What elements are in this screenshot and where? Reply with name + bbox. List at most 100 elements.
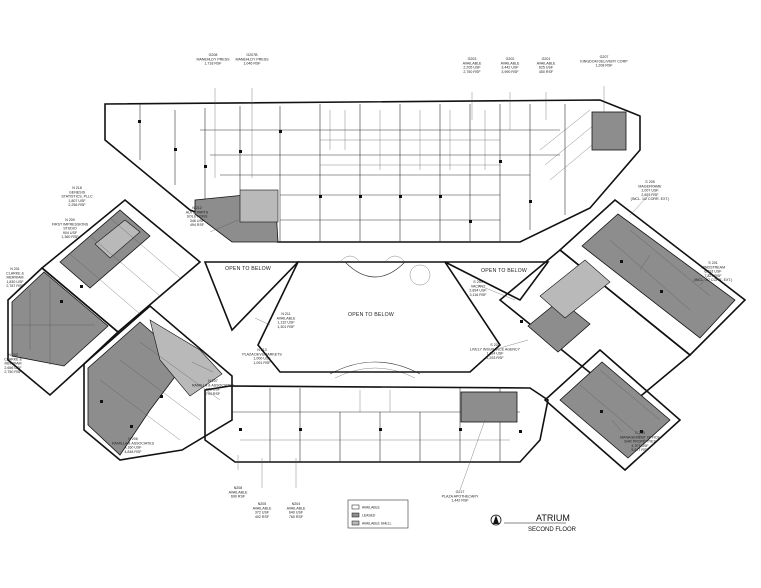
suite-label-line: AVAILABLE: [287, 506, 306, 510]
suite-label-line: N205: [258, 502, 267, 506]
suite-label-line: 2,007 USF: [641, 189, 659, 193]
legend-label: AVAILABLE SHELL: [362, 521, 392, 525]
suite-label-line: KINGDOM DELIVERY CORP: [580, 59, 628, 63]
north-wing: [104, 99, 641, 243]
open-to-below-labels: OPEN TO BELOW OPEN TO BELOW OPEN TO BELO…: [225, 266, 527, 318]
suite-label-line: 794 RSF: [206, 392, 221, 396]
suite-label-line: N208: [234, 486, 243, 490]
suite-label-line: G202: [506, 57, 515, 61]
suite-label-line: 625 USF: [539, 66, 554, 70]
northwest-wing: [7, 198, 233, 461]
suite-label-line: 3,442 USF: [501, 66, 519, 70]
open-to-below-east: OPEN TO BELOW: [481, 268, 527, 274]
suite-label-line: 1,046 RSF: [243, 62, 261, 66]
suite-label-line: 1,208 RSF: [595, 64, 613, 68]
suite-label-line: 690 RSF: [231, 495, 246, 499]
suite-label-line: N 206: [128, 437, 138, 441]
suite-label-line: STUDIO: [63, 227, 77, 231]
suite-label-line: N 207: [208, 379, 218, 383]
suite-label-line: MANEHLDY PRESS: [235, 57, 269, 61]
suite-label-line: 688 USF: [206, 388, 221, 392]
suite-label-line: 2,256 RSF: [68, 203, 86, 207]
suite-label-line: 6,521 USF: [704, 270, 722, 274]
suite-label-line: STATISTICS, PLLC: [61, 195, 93, 199]
suite-label-line: G208: [209, 53, 218, 57]
open-to-below-center: OPEN TO BELOW: [348, 312, 394, 318]
suite-label-line: FIRST IMPRESSIONS: [52, 222, 89, 226]
suite-label-line: 2,893 RSF: [641, 193, 659, 197]
suite-label-line: S 203: [635, 431, 644, 435]
atrium-openings: [203, 255, 550, 373]
suite-label-line: N 212: [192, 206, 202, 210]
suite-label-line: G207B: [246, 53, 258, 57]
suite-label-line: 1,293 RSF: [486, 356, 504, 360]
suite-label-line: AVAILABLE: [537, 61, 556, 65]
suite-label-line: AUTO PARTS: [186, 210, 209, 214]
suite-label-line: AVAILABLE: [463, 61, 482, 65]
south-wing: [204, 361, 549, 463]
suite-label-line: 4,707 USF: [631, 444, 649, 448]
suite-label-line: PLAZA DEVUMARKETS: [242, 352, 282, 356]
suite-label-line: S 204: [473, 280, 482, 284]
suite-label-line: 904 USF: [63, 231, 78, 235]
suite-label-line: (INCL. 1/2 CORR. EXT.): [631, 197, 670, 201]
suite-label-line: 2,750 RSF: [463, 70, 481, 74]
suite-label-line: 5,677 RSF: [631, 448, 649, 452]
plan-subtitle: SECOND FLOOR: [528, 527, 577, 533]
suite-label-line: (INCL. 1/2 CORR. EXT.): [694, 278, 733, 282]
suite-label-line: 1,718 RSF: [204, 62, 222, 66]
suite-label-line: CLARKE &: [4, 357, 22, 361]
suite-label-line: 402 RSF: [255, 515, 270, 519]
leader-lines: [191, 86, 714, 491]
legend-swatch: [351, 504, 360, 510]
suite-label-line: G217: [456, 490, 465, 494]
suite-label-line: 346 USF: [190, 219, 205, 223]
suite-label-line: LIVELY INSURANCE AGENCY: [470, 347, 521, 351]
suite-label-line: 1,807 USF: [68, 199, 86, 203]
suite-label-line: 450 RSF: [539, 70, 554, 74]
suite-label-line: 760 RSF: [289, 515, 304, 519]
suite-label-line: N 213: [257, 348, 267, 352]
suite-label-line: MANEHLDY PRESS: [196, 57, 230, 61]
suite-label-line: S 205: [645, 180, 654, 184]
suite-label-line: 1,360 RSF: [61, 235, 79, 239]
suite-label-line: 640 USF: [289, 511, 304, 515]
suite-label-line: N 209: [65, 218, 75, 222]
suite-label-line: S 202: [490, 343, 499, 347]
suite-label-line: 1,301 RSF: [277, 325, 295, 329]
suite-label-line: SOLUTIONS: [187, 215, 208, 219]
suite-label-line: GENESIS: [69, 190, 86, 194]
suite-label-line: SHR PROPERTIES: [624, 440, 656, 444]
suite-label-line: 1,000 USF: [253, 357, 271, 361]
suite-label-line: MANAGEMENT OFFICE: [620, 435, 660, 439]
suite-label-line: 7,327 RSF: [704, 274, 722, 278]
suite-label-line: N 203: [8, 353, 18, 357]
suite-label-line: G201: [542, 57, 551, 61]
east-wing: [498, 198, 747, 472]
suite-label-line: N204: [292, 502, 301, 506]
suite-label-line: 2,656 USF: [4, 366, 22, 370]
suite-label-line: N 211: [281, 312, 290, 316]
suite-label-line: 1,132 USF: [277, 321, 295, 325]
suite-label-line: G203: [468, 57, 477, 61]
legend-label: AVAILABLE: [362, 505, 381, 509]
suite-label-line: 494 RSF: [190, 223, 205, 227]
title-block: ATRIUM SECOND FLOOR: [490, 513, 577, 533]
suite-label-line: 1,114 USF: [487, 352, 505, 356]
suite-label-line: 2,750 RSF: [4, 370, 22, 374]
suite-label-line: MAGEFRAME: [638, 184, 662, 188]
suite-label-line: AVAILABLE: [277, 316, 296, 320]
suite-label-line: RAMILLA & ASSOCIATES: [112, 441, 155, 445]
suite-label-line: AVAILABLE: [229, 490, 248, 494]
suite-label-line: 2,787 RSF: [6, 284, 24, 288]
suite-label-line: N 218: [72, 186, 82, 190]
plan-title: ATRIUM: [536, 513, 570, 523]
suite-label-line: N 201: [10, 267, 20, 271]
suite-label-line: G207: [600, 55, 609, 59]
suite-label-line: CLARKE &: [6, 271, 24, 275]
suite-label-line: AVAILABLE: [253, 506, 272, 510]
suite-label-line: 4,160 USF: [124, 446, 142, 450]
open-to-below-west: OPEN TO BELOW: [225, 266, 271, 272]
